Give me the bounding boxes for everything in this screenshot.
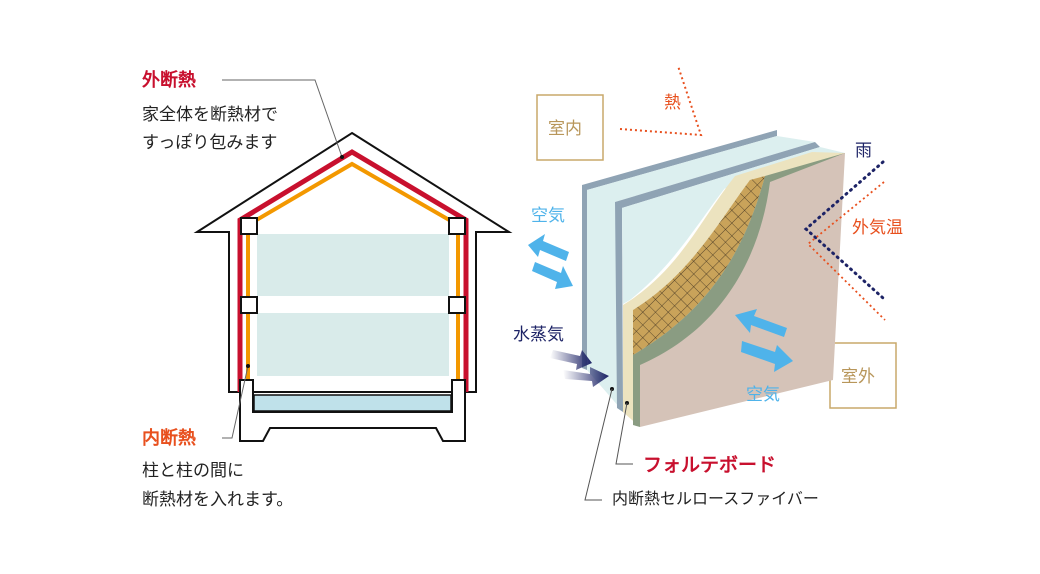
- air-arrow-in-icon: [532, 262, 573, 289]
- inner-insulation-line: [246, 161, 460, 382]
- outer-insulation-desc-1: 家全体を断熱材で: [142, 105, 278, 125]
- indoor-label: 室内: [548, 119, 582, 139]
- cellulose-leader-line: [584, 388, 613, 501]
- indoor-box: [536, 94, 604, 161]
- floor-slab: [253, 394, 452, 412]
- house-diagram: 外断熱 家全体を断熱材で すっぽり包みます 内断熱 柱と柱の間に 断熱材を入れま…: [142, 69, 513, 510]
- inner-insulation-desc-1: 柱と柱の間に: [142, 461, 244, 481]
- air-arrow-out-icon: [735, 309, 787, 337]
- outer-insulation-title: 外断熱: [142, 69, 196, 91]
- heat-label: 熱: [664, 93, 681, 113]
- vapor-arrow-icon: [550, 350, 592, 370]
- air-arrow-in-icon: [741, 341, 793, 372]
- room-lower: [257, 313, 449, 376]
- inner-board-face: [587, 136, 815, 408]
- leader-dot: [340, 155, 344, 159]
- outdoor-label: 室外: [841, 367, 875, 387]
- heat-dotted-line: [619, 65, 703, 137]
- pillar-block: [448, 296, 466, 314]
- pillar-block: [448, 217, 466, 235]
- pillar-block: [240, 217, 258, 235]
- exterior-face: [640, 153, 845, 427]
- rain-label: 雨: [855, 141, 872, 161]
- inner-insulation-desc-2: 断熱材を入れます。: [142, 490, 293, 510]
- room-upper: [257, 234, 449, 296]
- cellulose-mesh: [633, 176, 765, 355]
- forte-board-label: フォルテボード: [643, 454, 776, 476]
- air-arrow-out-icon: [528, 234, 569, 261]
- air-label-indoor: 空気: [531, 206, 565, 226]
- outside-temp-label: 外気温: [852, 218, 903, 238]
- outer-insulation-line: [237, 149, 469, 392]
- pillar-block: [240, 296, 258, 314]
- leader-dot: [246, 364, 250, 368]
- inner-leader-line: [222, 365, 249, 439]
- rain-dotted-line: [803, 160, 885, 300]
- air-label-outdoor: 空気: [746, 385, 780, 405]
- foundation: [239, 379, 466, 442]
- outer-leader-line: [222, 79, 343, 158]
- inner-insulation-title: 内断熱: [142, 427, 196, 449]
- vapor-label: 水蒸気: [513, 325, 564, 345]
- middle-board-cutout-face: [622, 176, 735, 304]
- outside-temp-dotted-line: [806, 181, 886, 321]
- cellulose-label: 内断熱セルロースファイバー: [612, 489, 819, 508]
- wall-diagram: 室内 室外 熱 雨 外気温 空気 水蒸気: [513, 65, 903, 508]
- board-leader-line: [615, 402, 633, 465]
- outer-insulation-desc-2: すっぽり包みます: [142, 133, 277, 153]
- vapor-arrow-icon: [563, 367, 609, 387]
